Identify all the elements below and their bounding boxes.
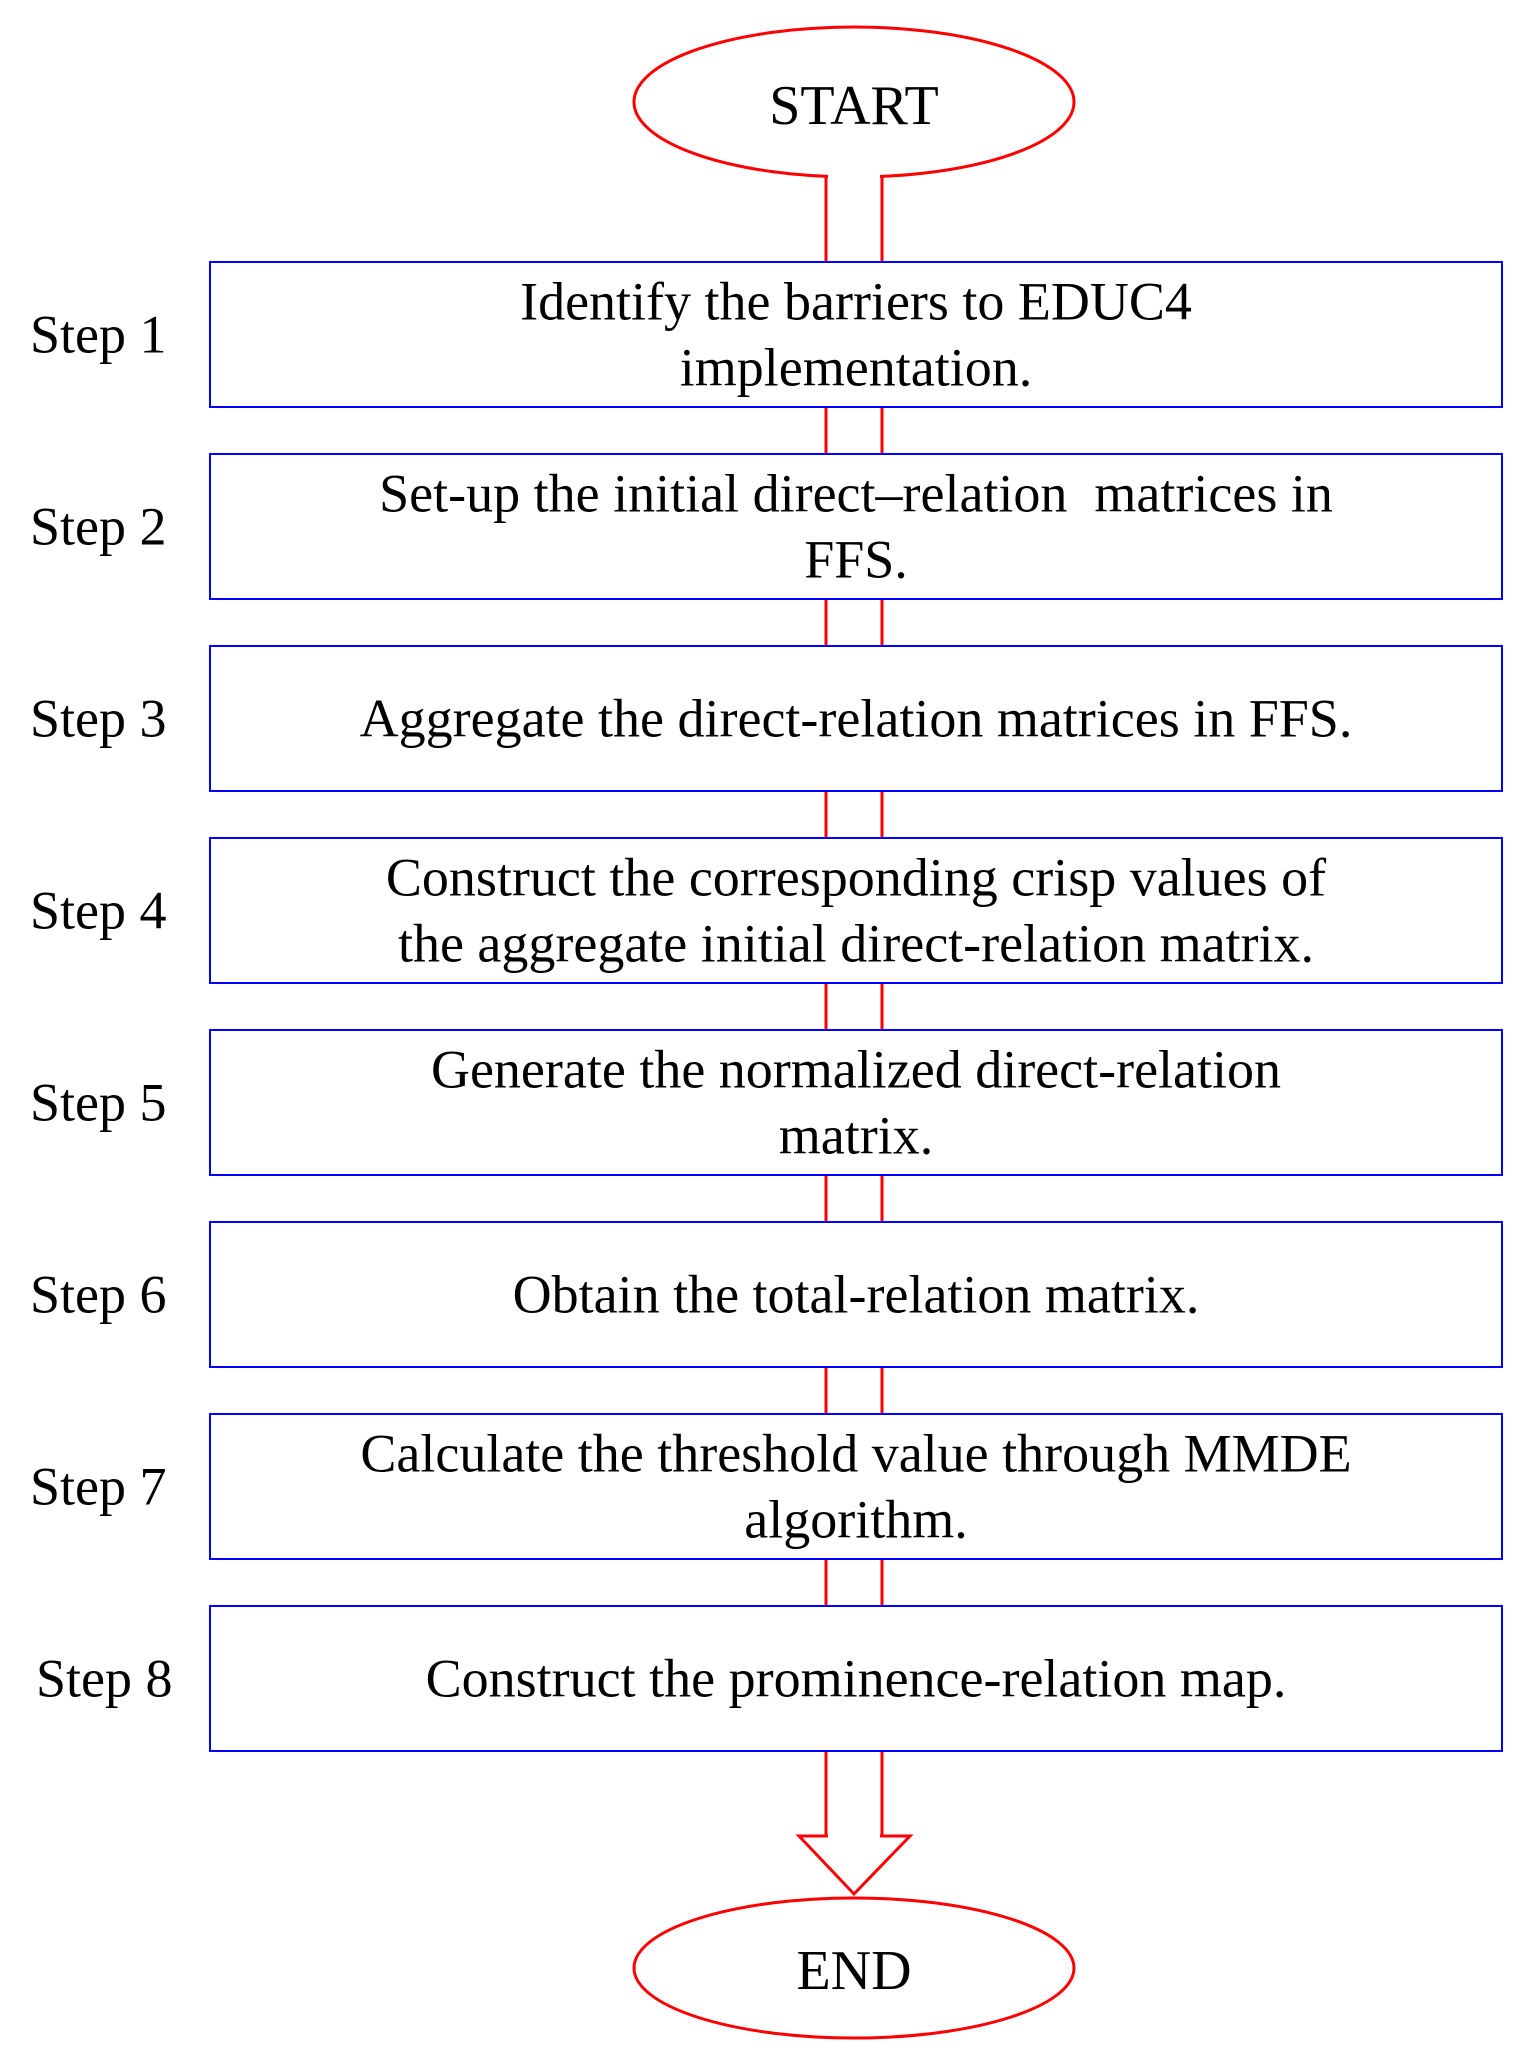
start-label: START [769, 75, 939, 137]
step-box [209, 1605, 1503, 1752]
step-description-line: Calculate the threshold value through MM… [360, 1424, 1351, 1484]
step-description-line: Generate the normalized direct-relation [431, 1040, 1281, 1100]
step-box [209, 453, 1503, 600]
end-terminal: END [632, 1896, 1076, 2040]
step-description-line: Set-up the initial direct–relation matri… [379, 464, 1333, 524]
step-label: Step 4 [30, 881, 167, 941]
step-label: Step 8 [36, 1649, 173, 1709]
step-description-line: implementation. [680, 338, 1032, 398]
step-description-line: matrix. [779, 1106, 933, 1166]
end-label: END [796, 1940, 911, 2002]
step-row: Step 2 Set-up the initial direct–relation… [30, 453, 1503, 600]
step-description-line: FFS. [804, 530, 908, 590]
step-box [209, 645, 1503, 792]
step-description-line: Construct the prominence-relation map. [426, 1649, 1287, 1709]
step-row: Step 8 Construct the prominence-relation … [36, 1605, 1503, 1752]
step-description-line: Construct the corresponding crisp values… [386, 848, 1326, 908]
connector-pipe [824, 172, 884, 1838]
arrow-pipe-gap [828, 1832, 880, 1838]
step-row: Step 1 Identify the barriers to EDUC4impl… [30, 261, 1503, 408]
step-description-line: Aggregate the direct-relation matrices i… [360, 689, 1353, 749]
step-row: Step 5 Generate the normalized direct-rel… [30, 1029, 1503, 1176]
step-row: Step 4 Construct the corresponding crisp … [30, 837, 1503, 984]
step-row: Step 3 Aggregate the direct-relation matr… [30, 645, 1503, 792]
step-description-line: Obtain the total-relation matrix. [513, 1265, 1200, 1325]
step-box [209, 837, 1503, 984]
end-ellipse [632, 1896, 1076, 2040]
step-box [209, 261, 1503, 408]
step-box [209, 1029, 1503, 1176]
step-box [209, 1413, 1503, 1560]
step-box [209, 1221, 1503, 1368]
step-row: Step 6 Obtain the total-relation matrix. [30, 1221, 1503, 1368]
start-pipe-gap [828, 170, 880, 184]
step-description-line: the aggregate initial direct-relation ma… [398, 914, 1314, 974]
step-description-line: Identify the barriers to EDUC4 [520, 272, 1192, 332]
step-row: Step 7 Calculate the threshold value thro… [30, 1413, 1503, 1560]
step-label: Step 7 [30, 1457, 167, 1517]
step-label: Step 6 [30, 1265, 167, 1325]
start-terminal: START [632, 25, 1076, 184]
step-label: Step 5 [30, 1073, 167, 1133]
step-label: Step 2 [30, 497, 167, 557]
step-label: Step 3 [30, 689, 167, 749]
step-label: Step 1 [30, 305, 167, 365]
steps-group: Step 1 Identify the barriers to EDUC4impl… [30, 261, 1503, 1752]
down-arrow-icon [795, 1834, 914, 1897]
step-description-line: algorithm. [744, 1490, 967, 1550]
